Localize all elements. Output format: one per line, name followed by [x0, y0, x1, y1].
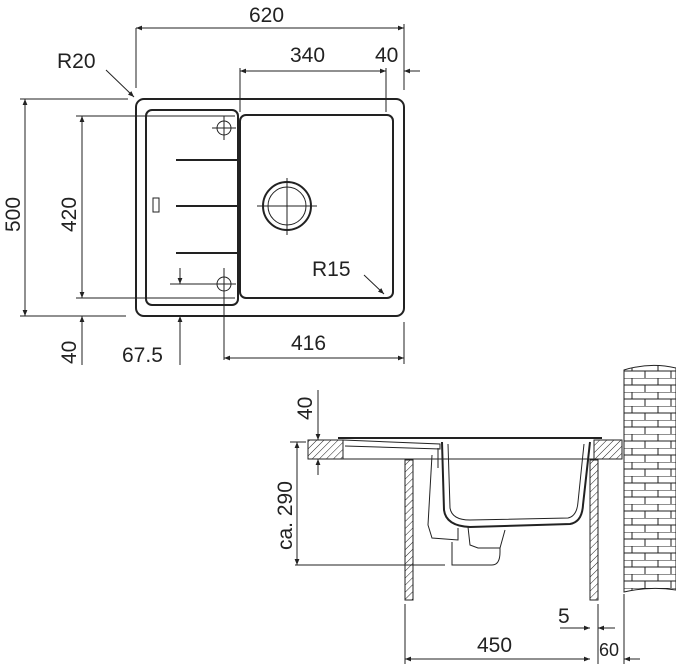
dim-60: 60 [599, 640, 619, 660]
dim-420: 420 [58, 197, 81, 232]
drain-icon [257, 178, 317, 235]
dim-340: 340 [290, 44, 325, 67]
dim-ca-290: ca. 290 [274, 481, 297, 550]
dim-40-front: 40 [58, 341, 81, 364]
cabinet-wall-left [404, 459, 414, 601]
dim-450: 450 [477, 634, 512, 657]
dim-5: 5 [558, 605, 570, 628]
tap-hole-icon [170, 268, 236, 360]
countertop-left [307, 439, 344, 460]
drainer-ribs [176, 159, 240, 254]
top-view: 620 340 40 R20 R15 500 420 40 67.5 416 [2, 4, 420, 367]
radius-r15: R15 [312, 258, 351, 281]
countertop-right [593, 439, 623, 460]
dim-40-right: 40 [375, 44, 398, 67]
dim-67-5: 67.5 [122, 344, 163, 367]
bowl-section [441, 441, 591, 529]
dim-500: 500 [2, 197, 25, 232]
tap-hole-icon [212, 116, 236, 140]
sink-outline [135, 98, 405, 317]
dim-620: 620 [249, 4, 284, 27]
brick-wall [623, 364, 676, 593]
drainer-section [342, 439, 441, 450]
cabinet-wall-right [589, 459, 599, 601]
dim-40-countertop: 40 [294, 397, 317, 420]
overflow-slot [152, 197, 160, 213]
section-view: 40 ca. 290 450 5 60 [274, 364, 676, 664]
dim-416: 416 [291, 332, 326, 355]
drain-trap [427, 448, 506, 566]
radius-r20: R20 [57, 50, 96, 73]
drainer-area [145, 109, 239, 306]
